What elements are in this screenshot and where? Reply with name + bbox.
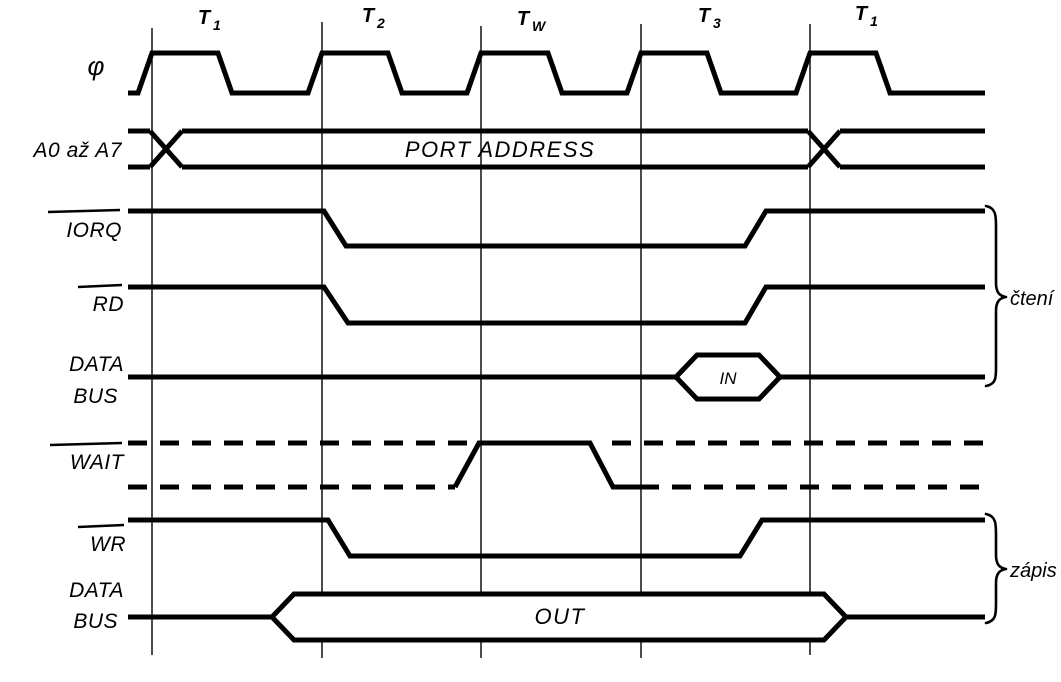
group-brace-write: zápis: [984, 512, 1057, 625]
cycle-label-4: T 1: [855, 3, 878, 29]
cycle-label-base-1: T: [362, 5, 376, 27]
group-label-read: čtení: [1010, 288, 1056, 310]
cycle-label-base-0: T: [198, 7, 212, 29]
databus-read-value: IN: [720, 369, 738, 388]
signal-clock-waveform: [128, 50, 985, 96]
cycle-label-sub-0: 1: [213, 17, 221, 33]
signal-address-bus: PORT ADDRESS: [128, 128, 985, 170]
cycle-label-sub-2: W: [532, 18, 547, 34]
row-label-wait: WAIT: [70, 451, 126, 474]
cycle-label-base-3: T: [698, 5, 712, 27]
row-label-databus-write: DATA BUS: [69, 579, 124, 633]
signal-rd-waveform: [128, 284, 985, 326]
row-label-databus2-line2: BUS: [73, 610, 118, 633]
cycle-label-base-2: T: [517, 8, 531, 30]
row-label-clock: φ: [88, 51, 105, 81]
overline-iorq: [47, 208, 121, 214]
cycle-label-sub-1: 2: [376, 15, 385, 31]
signal-databus-read: IN: [128, 352, 985, 402]
row-label-rd-group: RD: [77, 283, 124, 316]
signal-wait: [128, 440, 985, 490]
row-label-databus1-line1: DATA: [69, 353, 124, 376]
address-bus-value: PORT ADDRESS: [405, 137, 595, 162]
row-label-wait-group: WAIT: [49, 441, 126, 474]
group-brace-read: čtení: [984, 204, 1056, 388]
row-label-databus-read: DATA BUS: [69, 353, 124, 408]
cycle-label-base-4: T: [855, 3, 869, 25]
wait-pulse: [452, 440, 645, 490]
cycle-label-3: T 3: [698, 5, 721, 31]
address-crossing-left-b: [148, 129, 184, 169]
cycle-label-sub-4: 1: [870, 13, 878, 29]
row-label-iorq-group: IORQ: [47, 208, 122, 242]
row-label-address: A0 až A7: [32, 139, 123, 162]
cycle-labels: T 1 T 2 T W T 3 T 1: [198, 3, 878, 34]
address-crossing-right-b: [806, 129, 842, 169]
overline-rd: [77, 283, 123, 289]
signal-wr-waveform: [128, 517, 985, 559]
row-label-iorq: IORQ: [66, 219, 122, 242]
signal-iorq-waveform: [128, 208, 985, 249]
cycle-label-0: T 1: [198, 7, 221, 33]
row-label-databus1-line2: BUS: [73, 385, 118, 408]
databus-write-value: OUT: [535, 604, 586, 629]
overline-wait: [49, 441, 123, 447]
row-label-wr-group: WR: [77, 523, 126, 556]
signal-databus-write: OUT: [128, 591, 985, 643]
overline-wr: [77, 523, 125, 529]
row-label-rd: RD: [93, 293, 124, 316]
brace-read: [984, 204, 1008, 388]
brace-write: [984, 512, 1008, 625]
row-labels: φ A0 až A7 IORQ RD DATA BUS WAIT WR: [32, 51, 126, 633]
gridlines: [151, 22, 811, 658]
cycle-label-sub-3: 3: [713, 15, 721, 31]
row-label-databus2-line1: DATA: [69, 579, 124, 602]
row-label-wr: WR: [90, 533, 126, 556]
cycle-label-2: T W: [517, 8, 547, 34]
group-label-write: zápis: [1009, 560, 1057, 582]
cycle-label-1: T 2: [362, 5, 385, 31]
